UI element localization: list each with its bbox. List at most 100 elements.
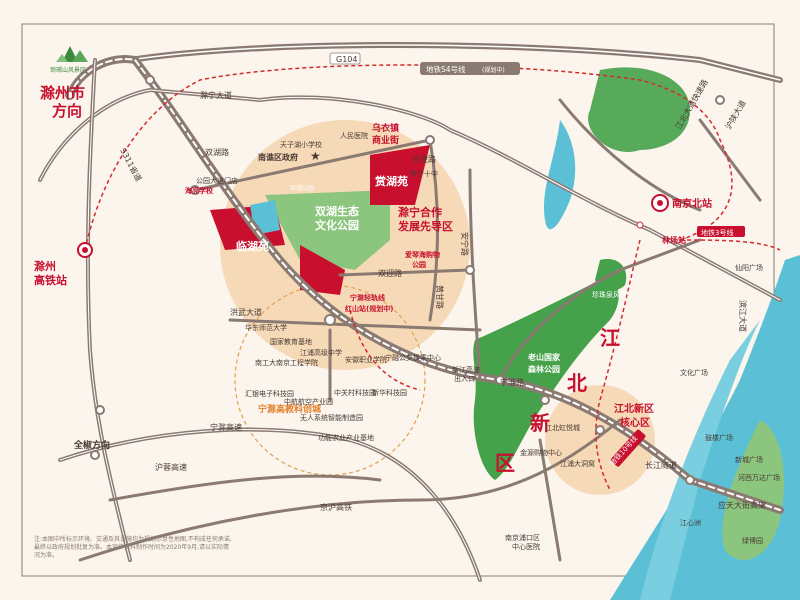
svg-text:★: ★ (310, 149, 321, 163)
label-anhui-vocational: 安徽职业学院 (345, 355, 387, 364)
label-wenhua-center: 文化广场 (680, 368, 708, 377)
label-hongyan-ave: 洪武大道 (230, 307, 262, 317)
label-zhongzhu-aviation: 中航航空产业园 (284, 397, 333, 406)
label-aiqin-1: 爱琴海购物 (405, 250, 440, 259)
label-ningchu-metro-1: 宁滁轻轨线 (350, 293, 385, 302)
label-forest-station: 林场站 (662, 235, 686, 245)
label-huangfei-rd: 黄甘路 (435, 285, 445, 309)
label-jiangxin-zhou: 江心洲 (680, 519, 701, 527)
label-jiangbei-core-1: 江北新区 (614, 402, 654, 415)
label-hu-ning-hwy: 沪蓉高速 (155, 462, 187, 472)
label-shuanghu-garden: 双湖公园 (290, 184, 314, 192)
map-labels: 滁州市 方向 滁州 高铁站 全椒方向 G104 地铁S4号线 (规划中) 滁宁大… (34, 52, 780, 551)
lake-block (300, 245, 345, 295)
label-xinjiang-2: 出入口 (454, 374, 475, 383)
label-aiqin-2: 公园 (412, 260, 426, 269)
label-metro-s4: 地铁S4号线 (426, 64, 466, 74)
disclaimer-text: 注:本图中所标示环境、交通及其设施均为规划示意性地图,不构成任何承诺,最终以政府… (34, 536, 232, 559)
label-huadong-normal: 华东师范大学 (245, 323, 287, 332)
label-education-base: 国家教育基地 (270, 337, 312, 346)
label-dawang-rd: 大望路 (412, 154, 436, 164)
label-chuning-ave: 滁宁大道 (200, 90, 232, 100)
river-branch (640, 320, 760, 600)
label-pukou-2: 中心医院 (512, 542, 540, 551)
label-xianlin: 仙阳广场 (735, 263, 763, 272)
label-shuanghu-park-1: 双湖生态 (315, 204, 359, 218)
label-ningchu-metro-2: 红山站(规划中) (345, 304, 393, 313)
road-network (38, 42, 784, 582)
label-jiangbei-core-2: 核心区 (620, 416, 650, 429)
label-s311: S311省道 (118, 146, 144, 183)
label-wuren-base: 无人系统智能制造园 (300, 413, 363, 422)
shuanghu-park-area (265, 190, 390, 270)
label-district-qu: 区 (495, 451, 515, 475)
label-coop-2: 发展先导区 (397, 219, 453, 233)
label-lin-hu-yuan: 临湖苑 (236, 239, 269, 253)
label-chuzhou-dir-1: 滁州市 (40, 84, 85, 102)
label-district-jiang: 江 (600, 326, 620, 350)
shang-hu-block (370, 145, 430, 205)
label-ningchu-hwy: 宁滁高速 (210, 422, 242, 432)
label-district-xin: 新 (530, 411, 550, 435)
label-metro-rd: 宁淮路 (500, 377, 524, 387)
label-jinghu-hsr: 京沪高铁 (320, 502, 352, 512)
green-island (722, 420, 784, 560)
label-xinhua-park: 新华科技园 (372, 388, 407, 397)
label-wuyi-2: 商业街 (372, 134, 399, 146)
label-chuzhou-hsr-1: 滁州 (34, 259, 56, 273)
label-quanjiao-dir: 全椒方向 (73, 439, 110, 451)
langya-logo-icon (56, 46, 88, 62)
lake-north (543, 120, 576, 230)
label-pukou-1: 南京浦口区 (505, 533, 540, 542)
label-laoshan-2: 森林公园 (528, 364, 560, 374)
label-nanjing-north: 南京北站 (672, 197, 712, 210)
label-xincheng-plaza: 新城广场 (735, 455, 763, 464)
label-g104: G104 (336, 55, 357, 64)
label-metro-s4-note: (规划中) (482, 66, 505, 74)
label-gugang: 鼓楼广场 (705, 433, 733, 442)
laoshan-forest (473, 279, 619, 480)
label-hexi-wanda: 河西万达广场 (738, 473, 780, 482)
label-jiangpu-station: 江浦大洞窝 (560, 459, 595, 468)
label-ningchu-hitech: 宁滁高教科创城 (258, 403, 321, 415)
label-gongneng-base: 功能农业产业基地 (318, 433, 374, 442)
label-people-hospital: 人民医院 (340, 131, 368, 140)
label-xinjiang-1: 新江高速 (452, 365, 480, 374)
label-shuanghu-rd: 双湖路 (205, 147, 229, 157)
label-jinyuan-center: 金源购物中心 (520, 448, 562, 457)
label-yirong-center: 宁融公交换乘中心 (385, 353, 441, 362)
label-huiyin-factory: 汇银电子科技园 (245, 389, 294, 398)
core-circle-jiangbei (545, 385, 655, 495)
label-jiangbei-hongyue: 江北虹悦城 (545, 423, 580, 432)
label-tianzi-school: 天子湖小学校 (280, 140, 322, 149)
label-shuangying-rd: 双迎路 (378, 268, 402, 278)
label-coop-1: 滁宁合作 (398, 205, 442, 219)
label-pearl-spring: 珍珠泉风景区 (592, 290, 634, 299)
label-gongyuan-store: 公园大道门店 (196, 176, 238, 185)
label-lvbo: 绿博园 (742, 536, 763, 545)
label-haike-school: 海亮学校 (185, 186, 214, 195)
label-changjiang-tunnel: 长江隧道 (645, 460, 677, 470)
label-jiangpu-hs: 江浦高级中学 (300, 348, 342, 357)
label-science-park: 中关村科技园 (334, 388, 376, 397)
label-binjiang: 滨江大道 (738, 300, 748, 332)
station-markers (65, 75, 725, 485)
label-wuyi-1: 乌衣镇 (372, 122, 399, 134)
label-shuanghu-park-2: 文化公园 (315, 218, 359, 232)
label-yingtian: 应天大街高架 (718, 500, 766, 510)
label-anning-rd: 安宁路 (460, 232, 470, 256)
label-chuzhou-dir-2: 方向 (52, 102, 82, 120)
label-laoshan-1: 老山国家 (527, 352, 561, 362)
label-nanqiao-gov: 南谯区政府 (258, 152, 298, 162)
label-logo: 琅琊山风景区 (50, 66, 86, 74)
label-chuning-no10: 滁宁十中 (410, 169, 438, 178)
label-nanjing-engineering: 南工大南京工程学院 (255, 358, 318, 367)
label-shang-hu-yuan: 赏湖苑 (375, 174, 408, 188)
label-metro-3: 地铁3号线 (701, 228, 733, 237)
label-shanghai-rd: 沪陕大道 (723, 98, 748, 131)
metro-lines (84, 64, 781, 491)
label-chuzhou-hsr-2: 高铁站 (34, 273, 67, 287)
label-district-bei: 北 (567, 371, 587, 395)
